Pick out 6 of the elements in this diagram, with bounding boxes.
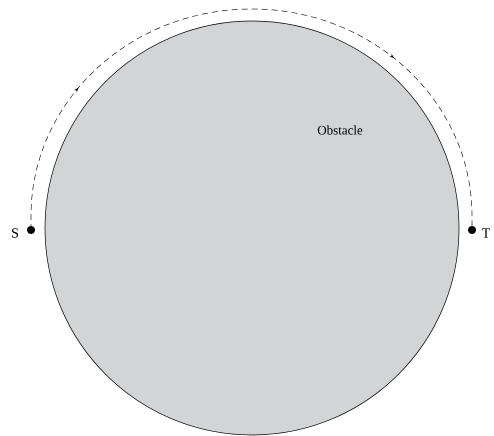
point-dot	[468, 226, 476, 234]
obstacle-label: Obstacle	[318, 125, 362, 135]
point-label: T	[482, 228, 490, 238]
point-dot	[27, 226, 35, 234]
obstacle-circle	[44, 20, 460, 436]
point-label: S	[12, 228, 18, 238]
